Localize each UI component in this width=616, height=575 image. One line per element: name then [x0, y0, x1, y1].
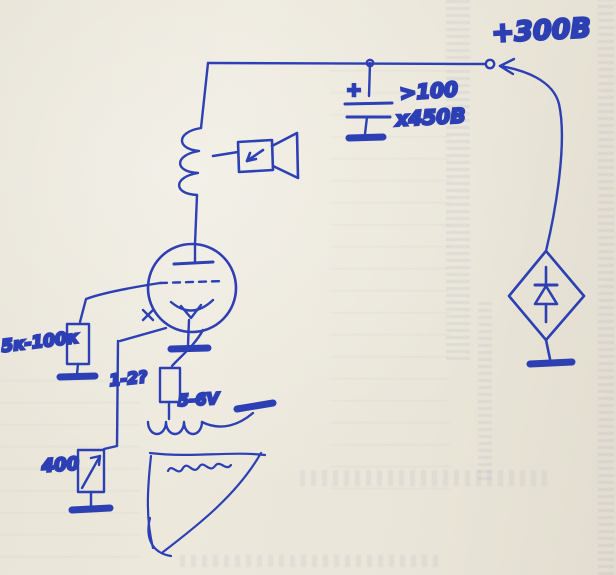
earpiece-symbol [211, 131, 300, 180]
supply-voltage-label: +300В [491, 13, 592, 49]
grid-electrode [158, 279, 226, 285]
cathode-ground [167, 318, 212, 353]
rectifier [507, 249, 586, 368]
ground-symbol [345, 133, 387, 142]
anode-plate [172, 260, 215, 266]
capacitor-polarity-label: + [346, 79, 362, 101]
arrow-icon [80, 454, 102, 490]
heater-filament [179, 303, 203, 320]
diode-icon [533, 284, 559, 306]
filament-resistor-label: 1-2? [108, 367, 148, 390]
shunt-branch [68, 326, 168, 514]
supply-arrow [498, 57, 564, 253]
waveform-scribble [146, 451, 267, 558]
shunt-value-label: 400 [40, 453, 80, 477]
ground-symbol [68, 504, 114, 514]
supply-rail-wire [206, 58, 488, 68]
supply-terminal [484, 58, 496, 70]
filament-voltage-label: 5-6V [177, 389, 221, 410]
capacitor-rating-label: х450В [394, 103, 466, 131]
grid-resistor-branch [56, 281, 162, 381]
ground-symbol [526, 358, 576, 368]
ground-symbol [56, 372, 99, 381]
capacitor-value-label: >100 [399, 77, 459, 105]
cross-mark [141, 308, 155, 322]
cathode-electrode [169, 298, 215, 312]
filter-capacitor [343, 61, 394, 142]
ground-symbol [233, 399, 277, 413]
rectifier-diamond [507, 249, 586, 342]
filament-circuit [146, 328, 277, 436]
arrowhead-icon [498, 57, 516, 76]
filament-winding [146, 420, 204, 436]
output-coil [178, 61, 210, 246]
vacuum-tube [141, 242, 238, 334]
